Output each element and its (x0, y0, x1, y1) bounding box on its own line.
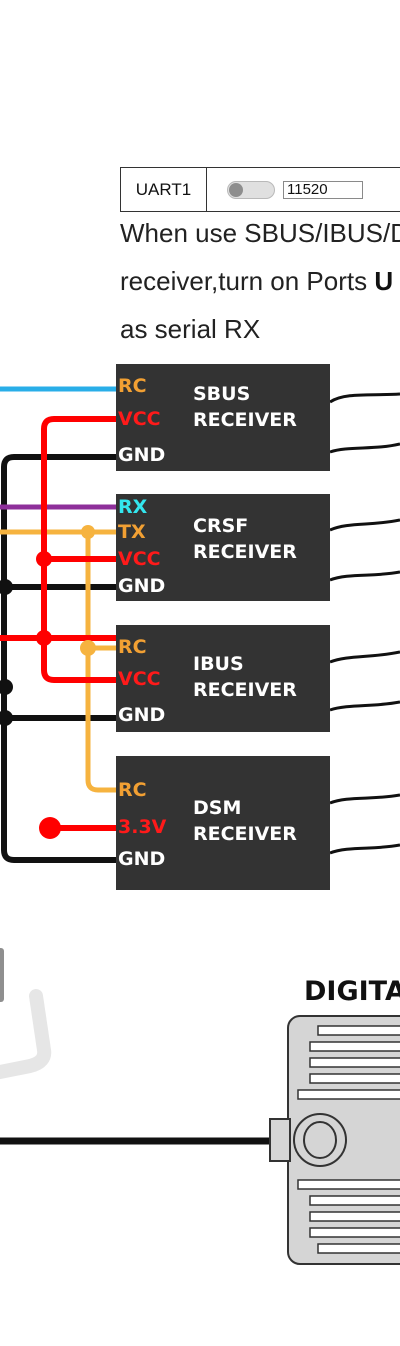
pin-label-3v3: 3.3V (118, 816, 167, 838)
baud-rate-field[interactable]: 11520 (283, 180, 363, 199)
uart-port-label: UART1 (121, 168, 207, 211)
pin-label-tx: TX (118, 521, 146, 543)
digital-vtx-icon (269, 1015, 400, 1265)
note-line-2-text: receiver,turn on Ports (120, 266, 375, 296)
note-line-2: receiver,turn on Ports U (120, 266, 393, 296)
crsf-receiver: CRSF RECEIVER RX TX VCC GND (116, 494, 330, 601)
pin-label-vcc: VCC (118, 548, 161, 570)
note-line-2-bold: U (374, 266, 394, 296)
pin-label-rc: RC (118, 375, 147, 397)
pin-label-rc: RC (118, 779, 147, 801)
sbus-receiver: SBUS RECEIVER RC VCC GND (116, 364, 330, 471)
pin-label-gnd: GND (118, 848, 166, 870)
pin-label-vcc: VCC (118, 408, 161, 430)
serial-rx-toggle[interactable] (227, 180, 275, 199)
receiver-type: RECEIVER (193, 679, 297, 701)
pin-label-vcc: VCC (118, 668, 161, 690)
receiver-type: RECEIVER (193, 409, 297, 431)
ibus-receiver: IBUS RECEIVER RC VCC GND (116, 625, 330, 732)
ground-icon (0, 948, 52, 1080)
pin-label-rx: RX (118, 496, 148, 518)
dsm-receiver: DSM RECEIVER RC 3.3V GND (116, 756, 330, 890)
receiver-type: RECEIVER (193, 823, 297, 845)
uart-settings-row: UART1 11520 (120, 167, 400, 212)
receiver-name: SBUS (193, 383, 251, 405)
antenna-wires (329, 392, 400, 855)
pin-label-gnd: GND (118, 444, 166, 466)
uart-controls: 11520 (207, 168, 400, 211)
pin-label-gnd: GND (118, 704, 166, 726)
receiver-name: CRSF (193, 515, 249, 537)
note-line-1: When use SBUS/IBUS/D (120, 218, 400, 248)
digital-vtx-title: DIGITA (304, 976, 400, 1007)
pin-label-gnd: GND (118, 575, 166, 597)
receiver-type: RECEIVER (193, 541, 297, 563)
note-line-3: as serial RX (120, 314, 261, 344)
receiver-name: DSM (193, 797, 242, 819)
toggle-knob (229, 182, 243, 197)
pin-label-rc: RC (118, 636, 147, 658)
receiver-name: IBUS (193, 653, 244, 675)
